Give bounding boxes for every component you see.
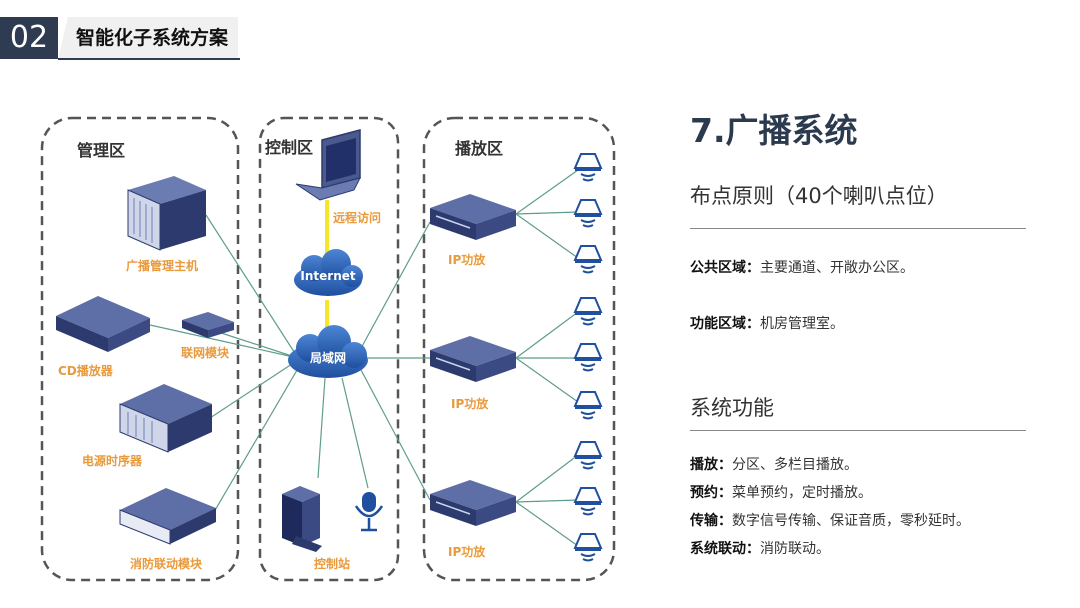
header-underline (58, 58, 240, 60)
label-remote-access: 远程访问 (333, 210, 381, 225)
internet-cloud-icon (294, 249, 363, 296)
ip-amp-3-icon (429, 479, 517, 527)
section-title: 智能化子系统方案 (76, 27, 229, 49)
layout-heading: 布点原则（40个喇叭点位） (690, 184, 948, 208)
lan-cloud-icon (288, 325, 368, 378)
label-network-module: 联网模块 (181, 345, 230, 360)
function-value: 数字信号传输、保证音质，零秒延时。 (732, 513, 970, 529)
zone-management (40, 116, 240, 582)
speaker-icon (574, 487, 602, 516)
label-power-sequencer: 电源时序器 (82, 453, 143, 468)
speaker-icon (574, 199, 602, 228)
speaker-icon (574, 391, 602, 420)
label-internet: Internet (300, 269, 355, 283)
laptop-icon (295, 129, 361, 201)
functions-heading: 系统功能 (690, 396, 774, 420)
label-broadcast-host: 广播管理主机 (126, 258, 198, 273)
speaker-icon (574, 343, 602, 372)
ip-amp-2-icon (429, 335, 517, 383)
microphone-icon (354, 492, 384, 532)
label-ip-amp-3: IP功放 (448, 544, 486, 559)
function-row: 系统联动：消防联动。 (690, 538, 830, 558)
speaker-icon (574, 153, 602, 182)
label-cd-player: CD播放器 (58, 363, 114, 378)
function-key: 预约： (690, 485, 732, 501)
zone-label-control: 控制区 (265, 138, 313, 157)
zone-control (258, 116, 400, 582)
label-control-station: 控制站 (314, 556, 350, 571)
control-station-icon (282, 486, 322, 552)
function-key: 传输： (690, 513, 732, 529)
function-value: 消防联动。 (760, 541, 830, 557)
label-ip-amp-2: IP功放 (451, 396, 489, 411)
function-key: 播放： (690, 457, 732, 473)
speaker-icon (574, 441, 602, 470)
label-fire-module: 消防联动模块 (130, 556, 203, 571)
function-value: 菜单预约，定时播放。 (732, 485, 872, 501)
function-key: 系统联动： (690, 541, 760, 557)
speaker-icon (574, 245, 602, 274)
power-sequencer-icon (119, 384, 212, 453)
zone-label-management: 管理区 (77, 141, 125, 160)
area-key: 公共区域： (690, 260, 760, 276)
zone-label-playback: 播放区 (455, 139, 503, 158)
label-lan: 局域网 (310, 350, 346, 365)
function-value: 分区、多栏目播放。 (732, 457, 858, 473)
zone-playback (422, 116, 616, 582)
divider (690, 228, 1026, 229)
ip-amp-1-icon (429, 193, 517, 241)
cd-player-icon (56, 296, 150, 355)
broadcast-host-icon (127, 176, 206, 251)
area-value: 主要通道、开敞办公区。 (760, 260, 914, 276)
divider (690, 430, 1026, 431)
label-ip-amp-1: IP功放 (448, 252, 486, 267)
section-number: 02 (0, 17, 58, 59)
header-bar (58, 17, 238, 59)
panel-title: 7.广播系统 (690, 111, 858, 150)
area-row: 公共区域：主要通道、开敞办公区。 (690, 257, 914, 277)
fire-module-icon (119, 488, 216, 545)
speaker-icon (574, 297, 602, 326)
function-row: 播放：分区、多栏目播放。 (690, 454, 858, 474)
area-value: 机房管理室。 (760, 316, 844, 332)
speaker-icon (574, 533, 602, 562)
function-row: 预约：菜单预约，定时播放。 (690, 482, 872, 502)
area-row: 功能区域：机房管理室。 (690, 313, 844, 333)
area-key: 功能区域： (690, 316, 760, 332)
network-module-icon (182, 312, 234, 338)
network-links (149, 169, 579, 547)
function-row: 传输：数字信号传输、保证音质，零秒延时。 (690, 510, 970, 530)
